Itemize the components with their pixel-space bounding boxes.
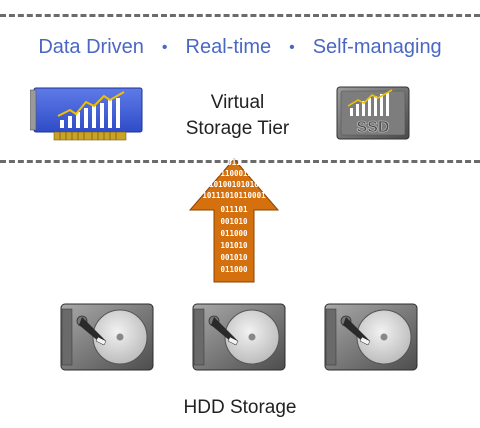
virtual-storage-tier-label: Virtual Storage Tier xyxy=(165,90,310,142)
top-dashed-divider xyxy=(0,14,480,17)
tagline-data-driven: Data Driven xyxy=(38,36,144,58)
arrow-bits-row: 001010 xyxy=(220,253,248,262)
data-flow-up-arrow: 011 01100011 10100101010 10111010110001 … xyxy=(188,158,280,283)
arrow-bits-row: 011000 xyxy=(220,265,248,274)
pcie-flash-card-icon xyxy=(30,87,143,141)
hdd-drive-icon xyxy=(324,303,418,371)
tagline-self-managing: Self-managing xyxy=(312,36,442,58)
arrow-bits-row: 10111010110001 xyxy=(202,191,266,200)
tier-label-line1: Virtual xyxy=(210,92,265,113)
tagline-separator: • xyxy=(161,38,168,56)
hdd-storage-label: HDD Storage xyxy=(183,397,297,418)
ssd-drive-icon: SSD xyxy=(336,86,410,140)
tagline-separator: • xyxy=(289,38,295,56)
hdd-drive-icon xyxy=(60,303,154,371)
arrow-bits-row: 101010 xyxy=(220,241,248,250)
arrow-bits-row: 011 xyxy=(227,158,241,167)
arrow-bits-row: 10100101010 xyxy=(209,180,259,189)
arrow-bits-row: 001010 xyxy=(220,217,248,226)
tier-label-line2: Storage Tier xyxy=(185,118,290,139)
arrow-bits-row: 01100011 xyxy=(216,169,253,178)
feature-tagline: Data Driven • Real-time • Self-managing xyxy=(0,36,480,59)
middle-dashed-divider xyxy=(0,160,480,163)
hdd-drive-icon xyxy=(192,303,286,371)
ssd-label: SSD xyxy=(357,119,390,136)
arrow-bits-row: 011000 xyxy=(220,229,248,238)
arrow-bits-row: 011101 xyxy=(220,205,248,214)
tagline-real-time: Real-time xyxy=(185,36,272,58)
